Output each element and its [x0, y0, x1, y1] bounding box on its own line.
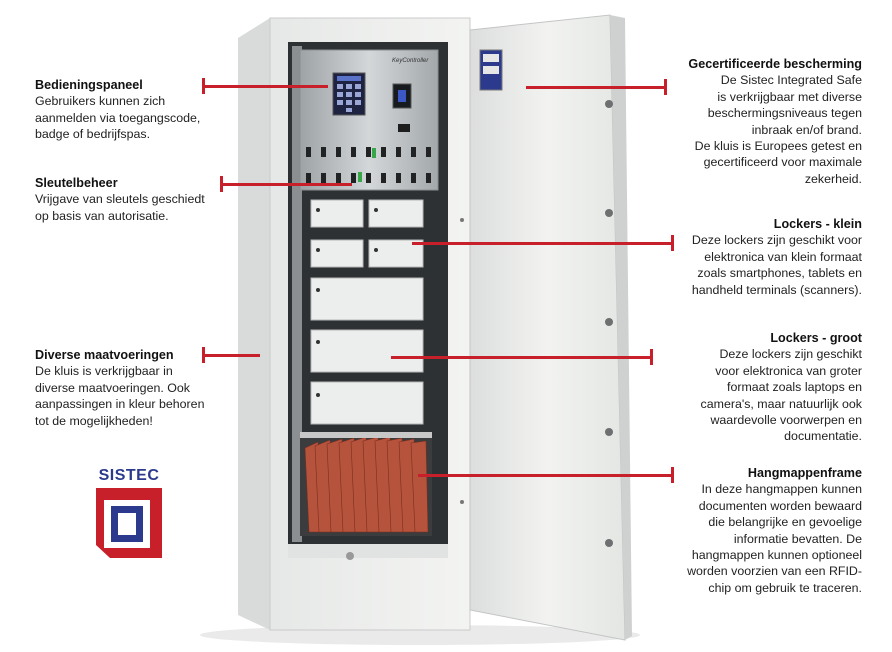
leader-line — [202, 85, 328, 88]
callout-title: Gecertificeerde bescherming — [688, 57, 862, 71]
keypad-display — [337, 76, 361, 81]
hanging-files — [304, 436, 429, 533]
interior-rail — [292, 46, 302, 542]
callout-line: tot de mogelijkheden! — [35, 413, 153, 428]
door-bolts — [605, 100, 613, 547]
callout-title: Bedieningspaneel — [35, 78, 143, 92]
callout-line: op basis van autorisatie. — [35, 208, 169, 223]
callout-line: chip om gebruik te traceren. — [708, 580, 862, 595]
callout-line: De kluis is verkrijgbaar in — [35, 364, 173, 379]
callout-line: informatie bevatten. De — [733, 531, 862, 546]
callout-line: Vrijgave van sleutels geschiedt — [35, 192, 205, 207]
callout-line: camera's, maar natuurlijk ook — [700, 396, 862, 411]
leader-line — [526, 86, 667, 89]
callout-title: Lockers - groot — [770, 331, 862, 345]
callout-sleutelbeheer: Sleutelbeheer Vrijgave van sleutels gesc… — [35, 175, 255, 224]
callout-line: worden voorzien van een RFID- — [687, 564, 862, 579]
callout-title: Diverse maatvoeringen — [35, 348, 174, 362]
callout-line: die belangrijke en gevoelige — [708, 515, 862, 530]
callout-lockers-klein: Lockers - klein Deze lockers zijn geschi… — [652, 216, 862, 298]
leader-line — [202, 354, 260, 357]
callout-hangmappen: Hangmappenframe In deze hangmappen kunne… — [652, 465, 862, 596]
callout-line: gecertificeerd voor maximale — [703, 155, 862, 170]
callout-line: elektronica van klein formaat — [704, 249, 862, 264]
callout-maatvoeringen: Diverse maatvoeringen De kluis is verkri… — [35, 347, 245, 429]
callout-line: zekerheid. — [804, 171, 862, 186]
callout-line: formaat zoals laptops en — [727, 380, 862, 395]
callout-line: aanpassingen in kleur behoren — [35, 397, 205, 412]
callout-bescherming: Gecertificeerde bescherming De Sistec In… — [652, 56, 862, 187]
callout-title: Hangmappenframe — [747, 466, 862, 480]
callout-bedieningspaneel: Bedieningspaneel Gebruikers kunnen zich … — [35, 77, 235, 143]
callout-line: inbraak en/of brand. — [751, 122, 862, 137]
callout-line: waardevolle voorwerpen en — [710, 413, 862, 428]
callout-line: zoals smartphones, tablets en — [697, 266, 862, 281]
safe-door — [469, 14, 626, 641]
leader-line — [220, 183, 352, 186]
callout-line: Deze lockers zijn geschikt voor — [691, 233, 862, 248]
cabinet-left-side — [238, 18, 270, 630]
callout-line: beschermingsniveaus tegen — [707, 106, 862, 121]
keypad-buttons — [337, 84, 361, 112]
callout-line: documentatie. — [784, 429, 862, 444]
large-lockers — [310, 277, 424, 425]
callout-line: is verkrijgbaar met diverse — [717, 89, 862, 104]
leader-line — [412, 242, 674, 245]
callout-line: Gebruikers kunnen zich — [35, 94, 166, 109]
small-lockers — [310, 199, 424, 268]
callout-line: aanmelden via toegangscode, — [35, 110, 201, 125]
callout-line: In deze hangmappen kunnen — [701, 482, 862, 497]
callout-line: handheld terminals (scanners). — [691, 282, 862, 297]
callout-line: voor elektronica van groter — [715, 363, 862, 378]
leader-line — [418, 474, 674, 477]
callout-title: Lockers - klein — [773, 217, 862, 231]
leader-line — [391, 356, 653, 359]
sistec-logo-text: SISTEC — [98, 467, 160, 484]
callout-title: Sleutelbeheer — [35, 176, 118, 190]
callout-line: diverse maatvoeringen. Ook — [35, 380, 190, 395]
callout-line: badge of bedrijfspas. — [35, 127, 151, 142]
panel-brand-label: KeyController — [392, 58, 429, 64]
sistec-logo-mark — [96, 488, 162, 558]
callout-line: De kluis is Europees getest en — [694, 139, 862, 154]
key-controller-panel — [299, 49, 439, 191]
callout-line: documenten worden bewaard — [698, 498, 862, 513]
key-slots — [306, 147, 431, 183]
callout-lockers-groot: Lockers - groot Deze lockers zijn geschi… — [652, 330, 862, 445]
callout-line: Deze lockers zijn geschikt — [719, 347, 862, 362]
callout-line: De Sistec Integrated Safe — [720, 73, 862, 88]
callout-line: hangmappen kunnen optioneel — [691, 548, 862, 563]
